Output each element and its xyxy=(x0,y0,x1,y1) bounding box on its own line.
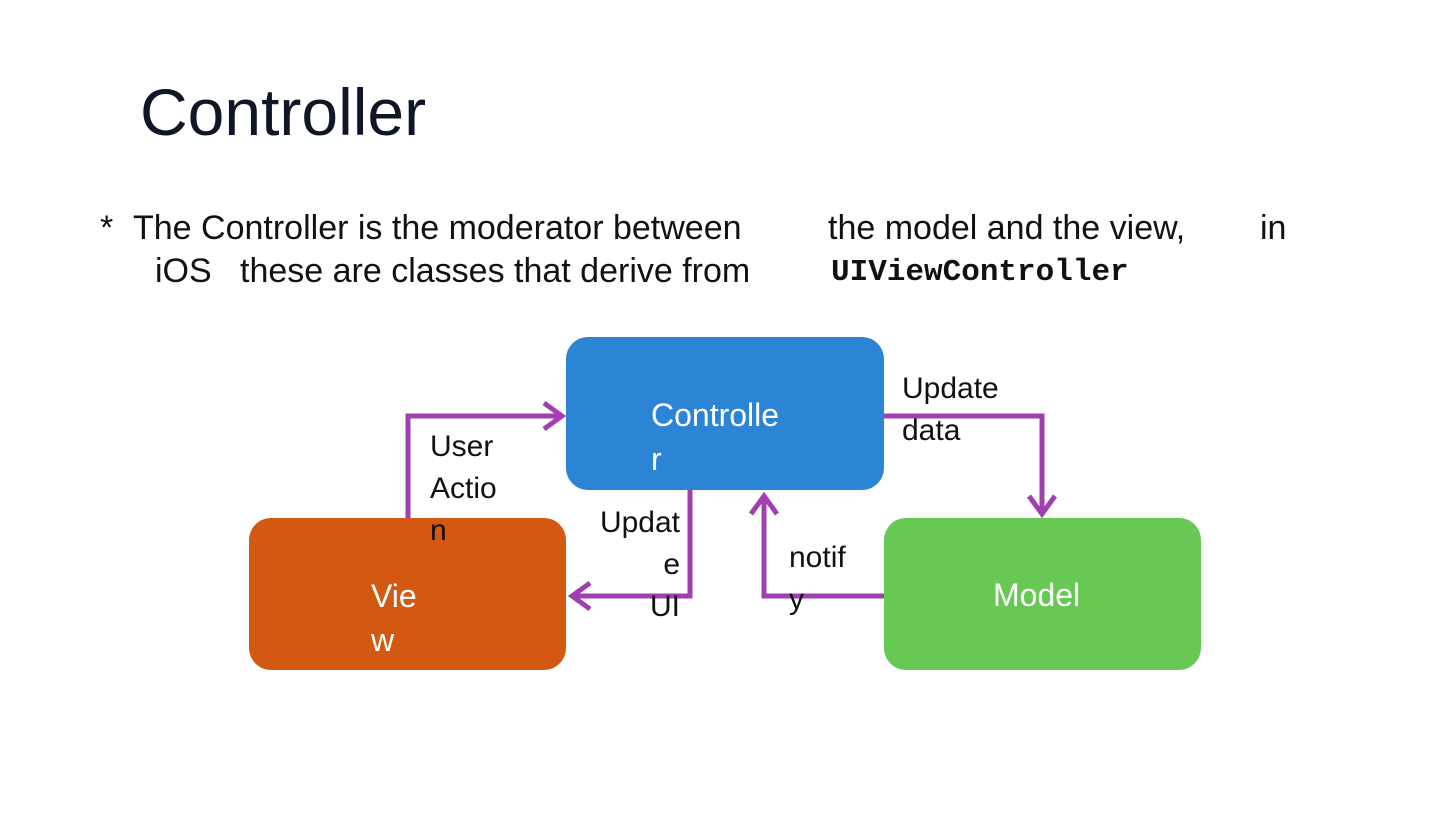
view-node: Vie w xyxy=(249,518,566,670)
update-data-label: Update data xyxy=(902,372,999,447)
bullet-text-segment: these are classes that derive from xyxy=(240,252,751,290)
bullet-text-line-2: iOS these are classes that derive from U… xyxy=(155,251,1195,291)
user-action-label: User Actio n xyxy=(430,430,497,547)
user-action-arrowhead xyxy=(542,400,567,432)
notify-arrow xyxy=(761,496,884,599)
update-ui-arrow xyxy=(572,490,693,599)
update-data-arrow xyxy=(884,413,1045,514)
view-node-label: Vie w xyxy=(371,578,417,658)
notify-arrowhead xyxy=(748,491,780,516)
controller-node: Controlle r xyxy=(566,337,884,490)
update-ui-arrowhead xyxy=(567,580,592,612)
bullet-text-segment: The Controller is the moderator between xyxy=(133,209,742,247)
user-action-arrow xyxy=(405,413,562,518)
update-ui-label: Updat e UI xyxy=(599,506,680,623)
bullet-text-segment: in xyxy=(1260,209,1287,247)
code-class-name: UIViewController xyxy=(831,255,1129,290)
model-node: Model xyxy=(884,518,1201,670)
bullet-text-line-1: The Controller is the moderator between … xyxy=(133,208,1303,248)
model-node-label: Model xyxy=(993,577,1081,613)
notify-label: notif y xyxy=(789,541,846,616)
controller-node-label: Controlle r xyxy=(651,397,780,477)
update-data-arrowhead xyxy=(1026,494,1058,519)
bullet-marker: * xyxy=(100,209,114,247)
bullet-text-segment: iOS xyxy=(155,252,212,290)
slide-title: Controller xyxy=(140,75,427,149)
bullet-text-segment: the model and the view, xyxy=(828,209,1186,247)
